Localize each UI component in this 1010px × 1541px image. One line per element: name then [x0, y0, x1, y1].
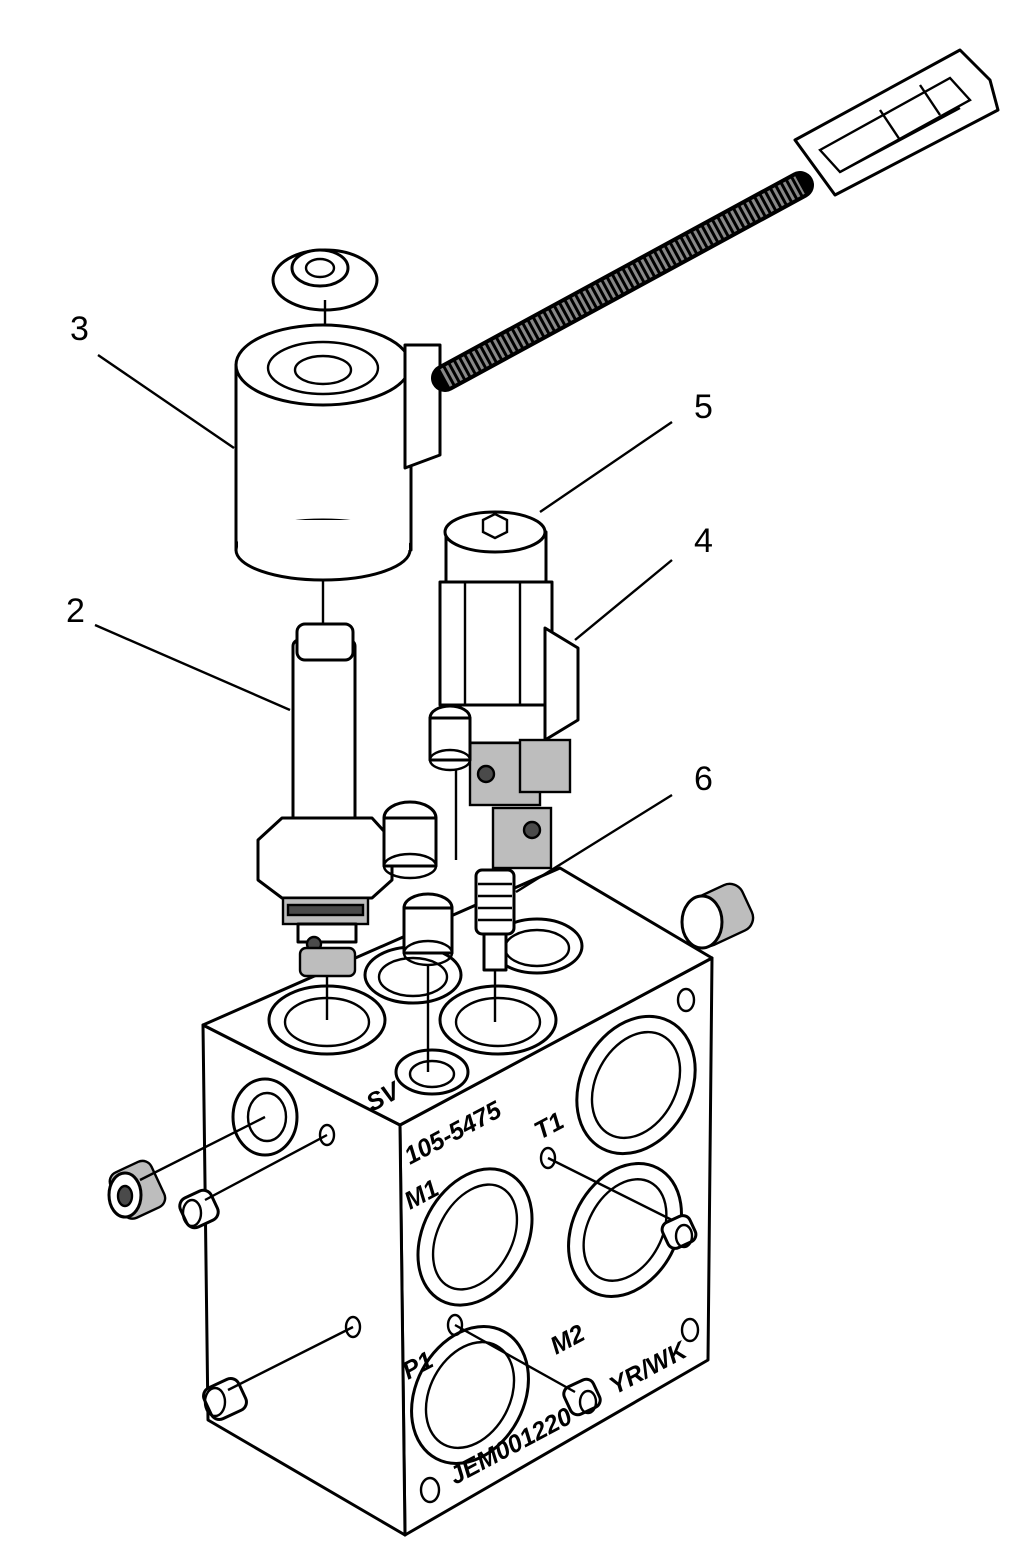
plug-right-small	[660, 1214, 698, 1250]
plug-left-lower	[202, 1377, 248, 1421]
plug-right-upper	[680, 882, 755, 950]
small-plug-lower	[402, 892, 454, 1072]
callout-4-label: 4	[694, 522, 713, 560]
small-plug-upper	[428, 704, 472, 860]
plug-left-small	[178, 1188, 220, 1230]
callout-5: 5	[539, 388, 713, 513]
callout-5-label: 5	[694, 388, 713, 426]
callout-3-label: 3	[70, 310, 89, 348]
solenoid-coil-3	[234, 248, 442, 624]
callout-6: 6	[515, 760, 713, 894]
plug-right-lower	[562, 1377, 602, 1417]
manifold-block	[201, 866, 714, 1537]
callout-6-label: 6	[694, 760, 713, 798]
orifice-fitting-6	[474, 868, 516, 1022]
cartridge-valve-2	[256, 622, 394, 1020]
callout-4: 4	[574, 522, 713, 641]
callout-2: 2	[66, 592, 291, 712]
coil-wire-and-connector	[431, 48, 1000, 392]
small-plug-middle	[382, 800, 438, 880]
callout-2-label: 2	[66, 592, 85, 630]
plug-leader-lines	[139, 1115, 673, 1394]
plug-left-upper	[107, 1159, 167, 1220]
callout-3: 3	[70, 310, 235, 449]
check-valve-4	[491, 626, 580, 870]
